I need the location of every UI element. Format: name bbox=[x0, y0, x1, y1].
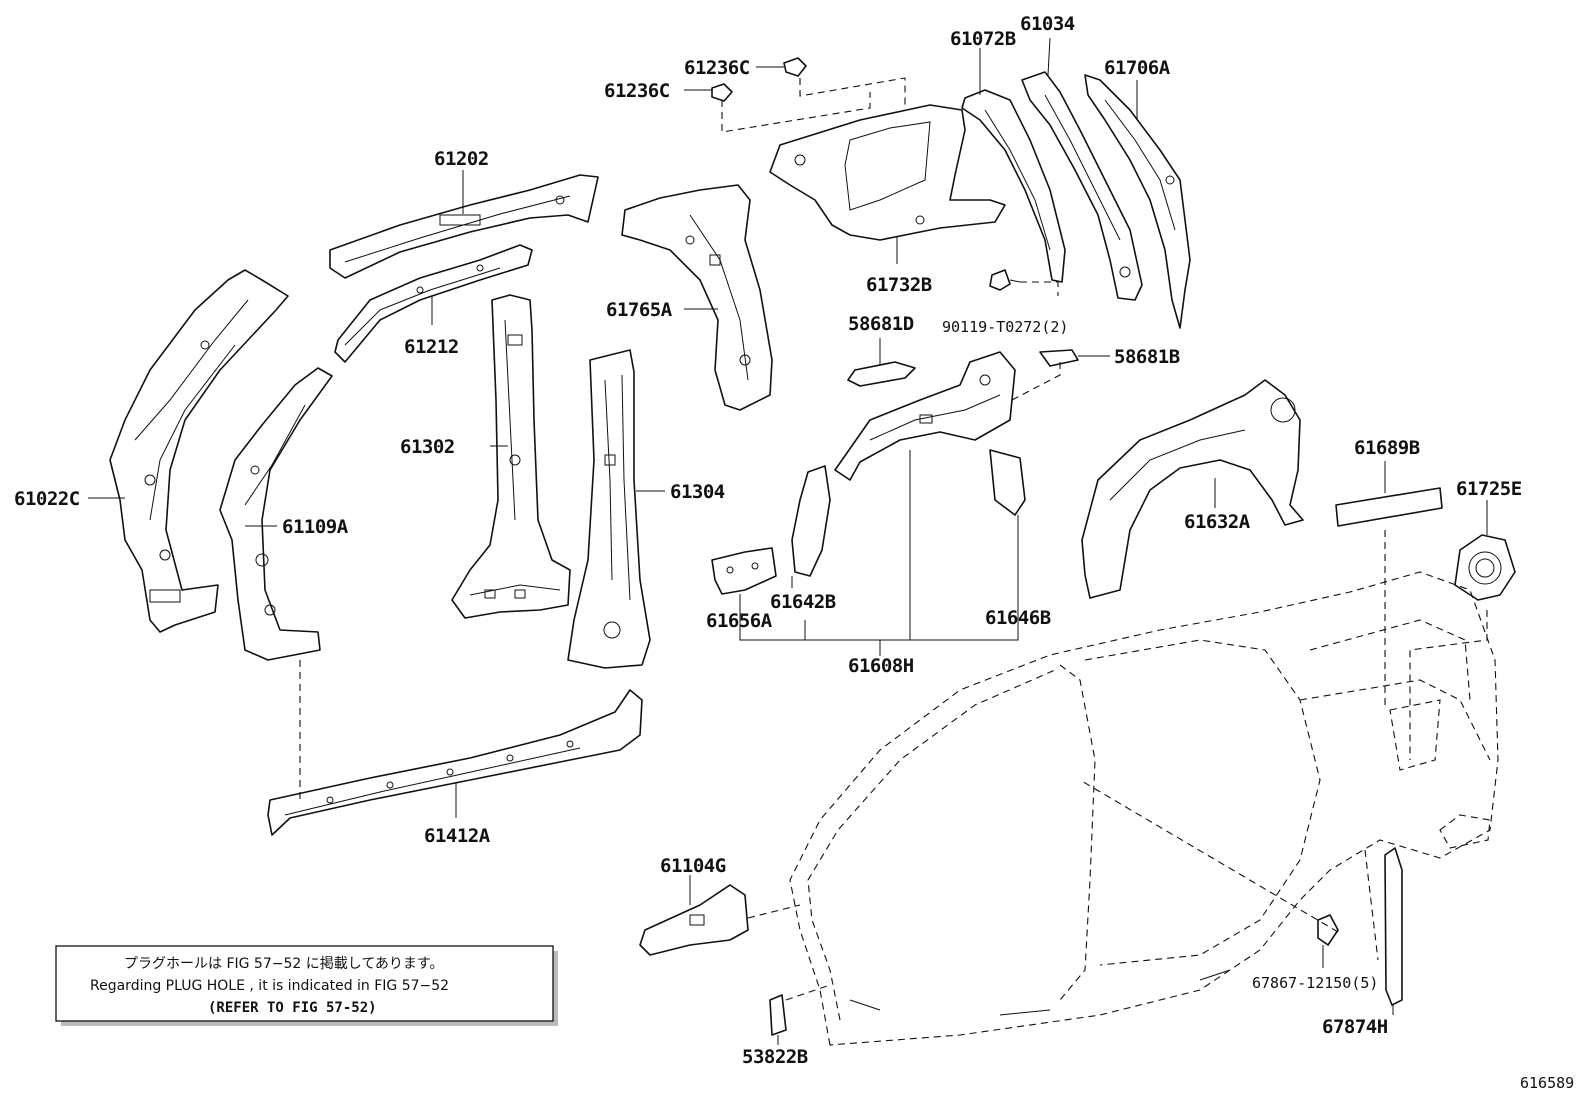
label-61608h: 61608H bbox=[848, 655, 914, 677]
label-67874h: 67874H bbox=[1322, 1016, 1388, 1038]
label-61104g: 61104G bbox=[660, 855, 726, 877]
part-61608h-wheel-house[interactable] bbox=[834, 351, 1016, 481]
label-61725e: 61725E bbox=[1456, 478, 1522, 500]
label-90119: 90119-T0272(2) bbox=[942, 318, 1068, 336]
part-61304-center-pillar-outer[interactable] bbox=[567, 349, 651, 669]
label-61212: 61212 bbox=[404, 336, 459, 358]
label-53822b: 53822B bbox=[742, 1046, 808, 1068]
label-67867: 67867-12150(5) bbox=[1252, 974, 1378, 992]
label-61632a: 61632A bbox=[1184, 511, 1251, 533]
label-61034: 61034 bbox=[1020, 13, 1075, 35]
label-61732b: 61732B bbox=[866, 274, 932, 296]
part-61212-roof-inner-rail[interactable] bbox=[334, 244, 533, 363]
part-67867-clip[interactable] bbox=[1317, 914, 1339, 946]
note-line-english: Regarding PLUG HOLE , it is indicated in… bbox=[90, 978, 449, 994]
part-53822b-clip[interactable] bbox=[769, 994, 787, 1036]
part-61706a-outer-strip[interactable] bbox=[1084, 74, 1191, 329]
part-61656a-plate[interactable] bbox=[711, 547, 777, 595]
part-61642b-wheel-house-inner[interactable] bbox=[791, 465, 831, 577]
label-61236c-b: 61236C bbox=[604, 80, 670, 102]
part-61412a-rocker-panel[interactable] bbox=[267, 689, 643, 836]
label-61236c-a: 61236C bbox=[684, 57, 750, 79]
part-61034-extension[interactable] bbox=[1021, 71, 1143, 301]
part-61732b-quarter-inner[interactable] bbox=[769, 104, 1006, 241]
part-61202-roof-rail[interactable] bbox=[329, 174, 599, 279]
leader-lines bbox=[88, 37, 1488, 1045]
label-61765a: 61765A bbox=[606, 299, 673, 321]
label-61656a: 61656A bbox=[706, 610, 773, 632]
part-58681b-pad[interactable] bbox=[1039, 349, 1079, 367]
part-61236c-clip-b[interactable] bbox=[711, 83, 733, 102]
part-61022c-front-pillar[interactable] bbox=[109, 269, 289, 633]
label-61646b: 61646B bbox=[985, 607, 1051, 629]
part-67874h-molding[interactable] bbox=[1384, 847, 1403, 1006]
label-58681b: 58681B bbox=[1114, 346, 1180, 368]
label-61022c: 61022C bbox=[14, 488, 80, 510]
part-61104g-bracket[interactable] bbox=[639, 884, 749, 956]
part-90119-bolt[interactable] bbox=[989, 269, 1021, 291]
label-61706a: 61706A bbox=[1104, 57, 1171, 79]
part-58681d-pad[interactable] bbox=[847, 361, 916, 387]
label-61109a: 61109A bbox=[282, 516, 349, 538]
note-line-japanese: プラグホールは FIG 57−52 に掲載してあります。 bbox=[124, 956, 444, 972]
label-61689b: 61689B bbox=[1354, 437, 1420, 459]
label-61304: 61304 bbox=[670, 481, 725, 503]
part-61236c-clip-a[interactable] bbox=[783, 57, 807, 77]
label-61072b: 61072B bbox=[950, 28, 1016, 50]
label-58681d: 58681D bbox=[848, 313, 914, 335]
part-61632a-wheel-house-outer[interactable] bbox=[1081, 379, 1304, 599]
part-61646b-bracket[interactable] bbox=[989, 449, 1026, 516]
label-61412a: 61412A bbox=[424, 825, 491, 847]
part-61109a-inner-pillar[interactable] bbox=[219, 367, 333, 661]
label-61302: 61302 bbox=[400, 436, 455, 458]
plug-hole-note: プラグホールは FIG 57−52 に掲載してあります。 Regarding P… bbox=[55, 945, 558, 1026]
part-61725e-fuel-housing[interactable] bbox=[1454, 534, 1516, 601]
body-side-outer-panel bbox=[789, 571, 1499, 1046]
figure-number: 616589 bbox=[1520, 1074, 1574, 1092]
label-61202: 61202 bbox=[434, 148, 489, 170]
part-61765a-quarter-pillar[interactable] bbox=[621, 184, 773, 411]
part-61689b-seal-strip[interactable] bbox=[1335, 487, 1443, 527]
part-61072b-inner-strip[interactable] bbox=[961, 89, 1066, 283]
label-61642b: 61642B bbox=[770, 591, 836, 613]
note-line-refer: (REFER TO FIG 57-52) bbox=[208, 1000, 377, 1016]
part-61302-center-pillar[interactable] bbox=[451, 294, 571, 619]
